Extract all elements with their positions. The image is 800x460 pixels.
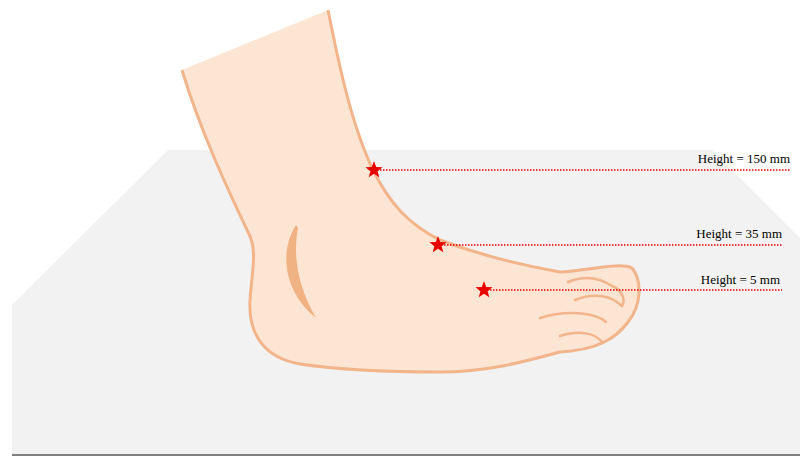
toe-line: [568, 278, 612, 286]
height-leaders: [374, 170, 790, 290]
toe-line: [575, 296, 622, 306]
star-marker: [365, 161, 382, 177]
foot-fill: [182, 10, 639, 372]
star-marker: [429, 236, 446, 252]
leader-line: [438, 244, 782, 246]
foot-outline: [182, 10, 639, 372]
leader-line: [484, 289, 782, 291]
toe-line: [560, 333, 602, 342]
leader-line: [374, 169, 790, 171]
height-label: Height = 5 mm: [701, 272, 780, 288]
floor-edge: [12, 454, 800, 456]
toe-line: [612, 286, 624, 306]
star-marker: [475, 281, 492, 297]
toe-lines: [540, 278, 624, 342]
marker-stars: [365, 161, 492, 297]
height-label: Height = 150 mm: [698, 151, 790, 167]
height-label: Height = 35 mm: [696, 226, 782, 242]
toe-line: [540, 313, 606, 322]
ankle-bone: [286, 225, 316, 318]
